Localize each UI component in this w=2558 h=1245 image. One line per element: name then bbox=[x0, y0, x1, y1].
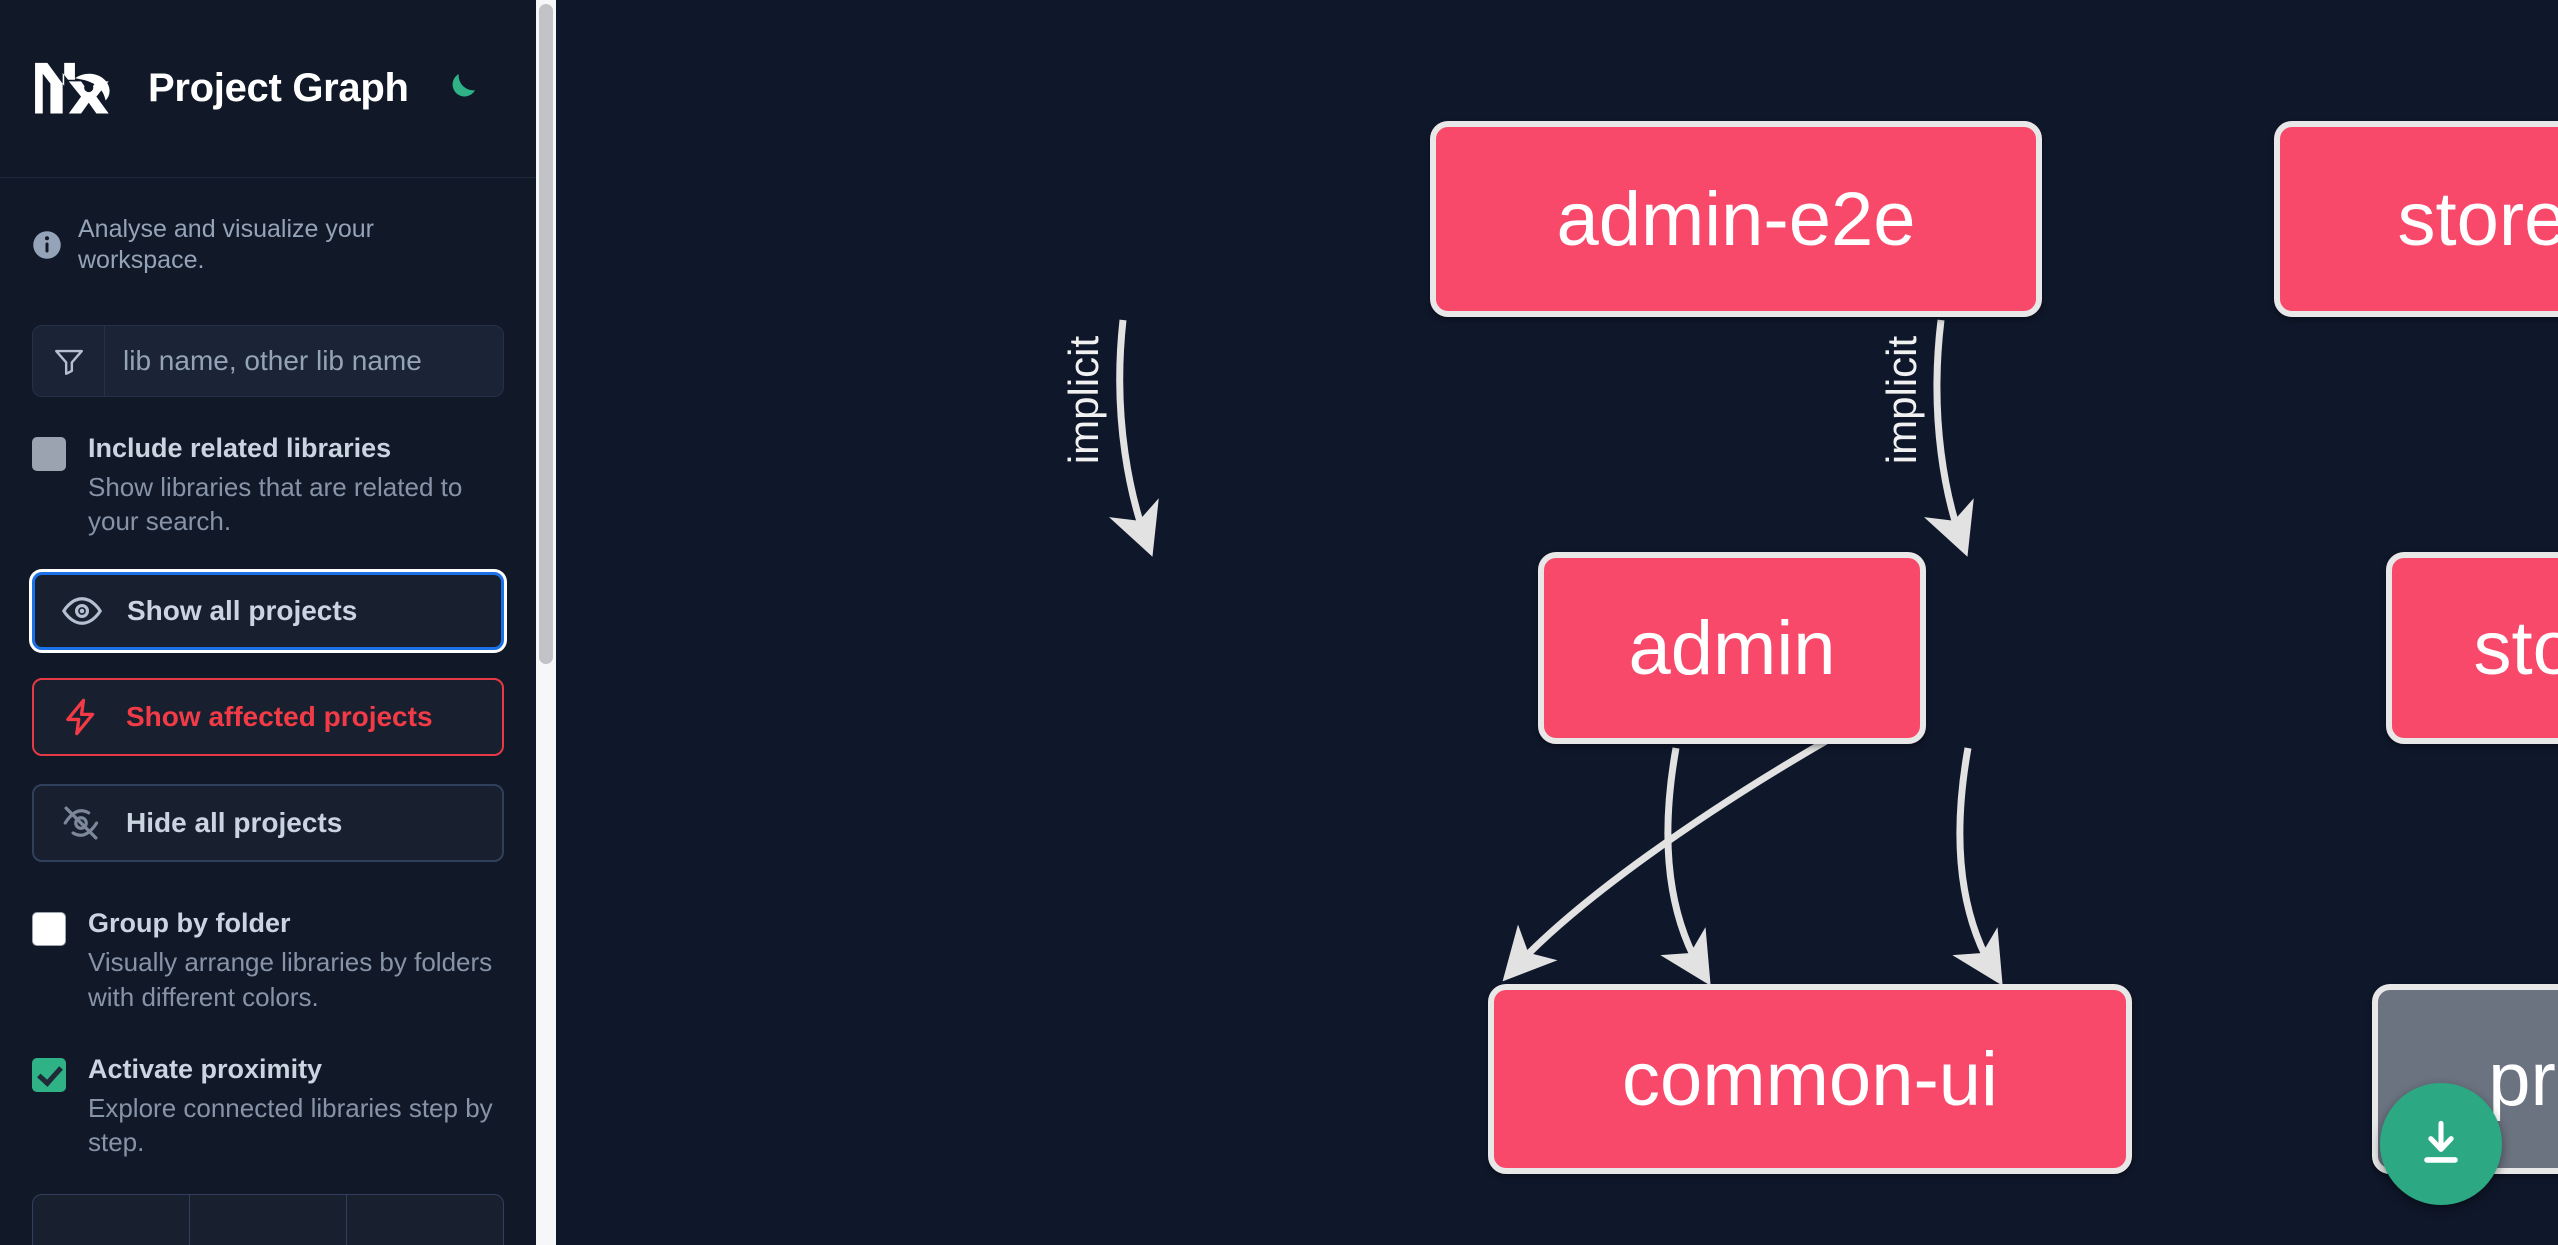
edge-store-to-products bbox=[1952, 747, 2003, 986]
download-image-button[interactable] bbox=[2380, 1083, 2502, 1205]
include-related-libraries-checkbox[interactable] bbox=[32, 436, 66, 471]
graph-node-admin[interactable]: admin bbox=[1538, 552, 1926, 744]
option-title: Group by folder bbox=[88, 908, 291, 939]
graph-node-store-e2e[interactable]: store-e2e bbox=[2274, 121, 2558, 317]
sidebar-scrollbar-thumb[interactable] bbox=[539, 4, 553, 664]
graph-edges-layer: implicit implicit bbox=[1058, 319, 2003, 986]
edge-label-implicit-store: implicit bbox=[1878, 336, 1925, 465]
show-affected-projects-button[interactable]: Show affected projects bbox=[32, 678, 504, 757]
eye-icon bbox=[61, 597, 103, 626]
node-label: products bbox=[2488, 1036, 2558, 1122]
segment-option-1[interactable] bbox=[33, 1194, 190, 1245]
theme-toggle-button[interactable] bbox=[437, 66, 483, 112]
filter-icon bbox=[54, 349, 83, 375]
activate-proximity-checkbox[interactable] bbox=[32, 1057, 66, 1092]
info-text: Analyse and visualize your workspace. bbox=[78, 215, 374, 275]
option-activate-proximity[interactable]: Activate proximity Explore connected lib… bbox=[0, 1014, 536, 1160]
option-title: Include related libraries bbox=[88, 432, 392, 463]
edge-store-e2e-to-store bbox=[1924, 319, 1974, 557]
option-description: Explore connected libraries step by step… bbox=[88, 1093, 493, 1158]
lightning-icon bbox=[66, 698, 95, 736]
graph-node-store[interactable]: store bbox=[2386, 552, 2558, 744]
graph-node-common-ui[interactable]: common-ui bbox=[1488, 984, 2132, 1174]
option-texts: Include related libraries Show libraries… bbox=[88, 431, 504, 539]
graph-canvas[interactable]: implicit implicit admin-e2e store-e2e ad… bbox=[556, 0, 2558, 1245]
option-description: Show libraries that are related to your … bbox=[88, 471, 463, 536]
proximity-segmented-control[interactable] bbox=[32, 1193, 504, 1245]
option-texts: Group by folder Visually arrange librari… bbox=[88, 906, 504, 1014]
option-texts: Activate proximity Explore connected lib… bbox=[88, 1052, 504, 1160]
option-title: Activate proximity bbox=[88, 1053, 323, 1084]
search-filter bbox=[32, 324, 504, 397]
show-all-projects-button[interactable]: Show all projects bbox=[32, 572, 504, 651]
node-label: store-e2e bbox=[2397, 176, 2558, 262]
sidebar-scroll-area: Project Graph Analyse and visualize your… bbox=[0, 0, 536, 1245]
node-label: admin bbox=[1628, 605, 1836, 691]
edge-label-implicit-admin: implicit bbox=[1060, 336, 1107, 465]
group-by-folder-checkbox[interactable] bbox=[32, 912, 66, 947]
page-title: Project Graph bbox=[148, 66, 409, 110]
node-label: admin-e2e bbox=[1556, 176, 1916, 262]
filter-icon-box bbox=[33, 325, 105, 396]
nx-logo bbox=[35, 62, 110, 114]
download-icon bbox=[2424, 1120, 2458, 1163]
option-description: Visually arrange libraries by folders wi… bbox=[88, 947, 493, 1012]
graph-node-admin-e2e[interactable]: admin-e2e bbox=[1430, 121, 2042, 317]
search-input[interactable] bbox=[105, 325, 503, 396]
button-label: Show all projects bbox=[127, 595, 358, 627]
edge-admin-to-common-ui bbox=[1660, 747, 1711, 986]
option-group-by-folder[interactable]: Group by folder Visually arrange librari… bbox=[0, 862, 536, 1014]
sidebar: Project Graph Analyse and visualize your… bbox=[0, 0, 556, 1245]
visibility-button-group: Show all projects Show affected projects… bbox=[0, 538, 536, 863]
sidebar-header: Project Graph bbox=[0, 0, 536, 178]
segment-option-3[interactable] bbox=[347, 1195, 503, 1245]
option-include-related-libraries[interactable]: Include related libraries Show libraries… bbox=[0, 397, 536, 539]
button-label: Hide all projects bbox=[126, 807, 343, 839]
hide-all-projects-button[interactable]: Hide all projects bbox=[32, 784, 504, 863]
edge-store-to-common-ui-visible bbox=[1502, 733, 1835, 982]
node-label: store bbox=[2473, 605, 2558, 691]
info-banner: Analyse and visualize your workspace. bbox=[0, 178, 536, 277]
moon-icon bbox=[452, 73, 475, 96]
info-icon bbox=[33, 231, 61, 259]
node-label: common-ui bbox=[1622, 1036, 1998, 1122]
sidebar-scrollbar-track[interactable] bbox=[536, 0, 556, 1245]
button-label: Show affected projects bbox=[126, 701, 433, 733]
segment-option-2[interactable] bbox=[190, 1194, 347, 1245]
edge-admin-e2e-to-admin bbox=[1109, 319, 1159, 557]
eye-slash-icon bbox=[63, 806, 99, 840]
